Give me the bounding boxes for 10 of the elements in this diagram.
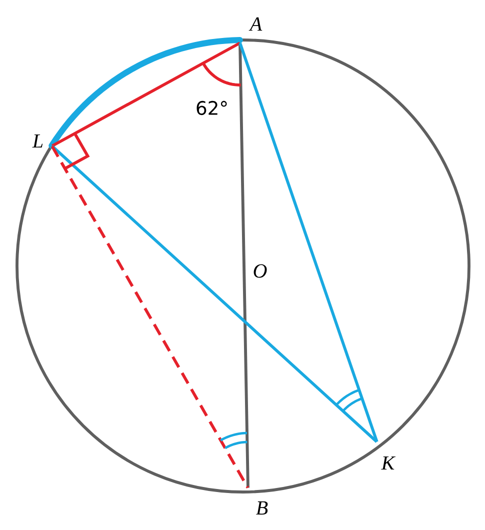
segment	[238, 42, 378, 442]
point-label: B	[256, 501, 268, 515]
point-label: K	[381, 456, 396, 470]
segment	[50, 146, 250, 488]
point-label: A	[248, 17, 262, 31]
angle-label: 62°	[196, 100, 227, 116]
segment	[238, 43, 250, 488]
segment	[51, 145, 378, 443]
center-label: O	[254, 264, 267, 278]
point-label: L	[32, 134, 43, 148]
